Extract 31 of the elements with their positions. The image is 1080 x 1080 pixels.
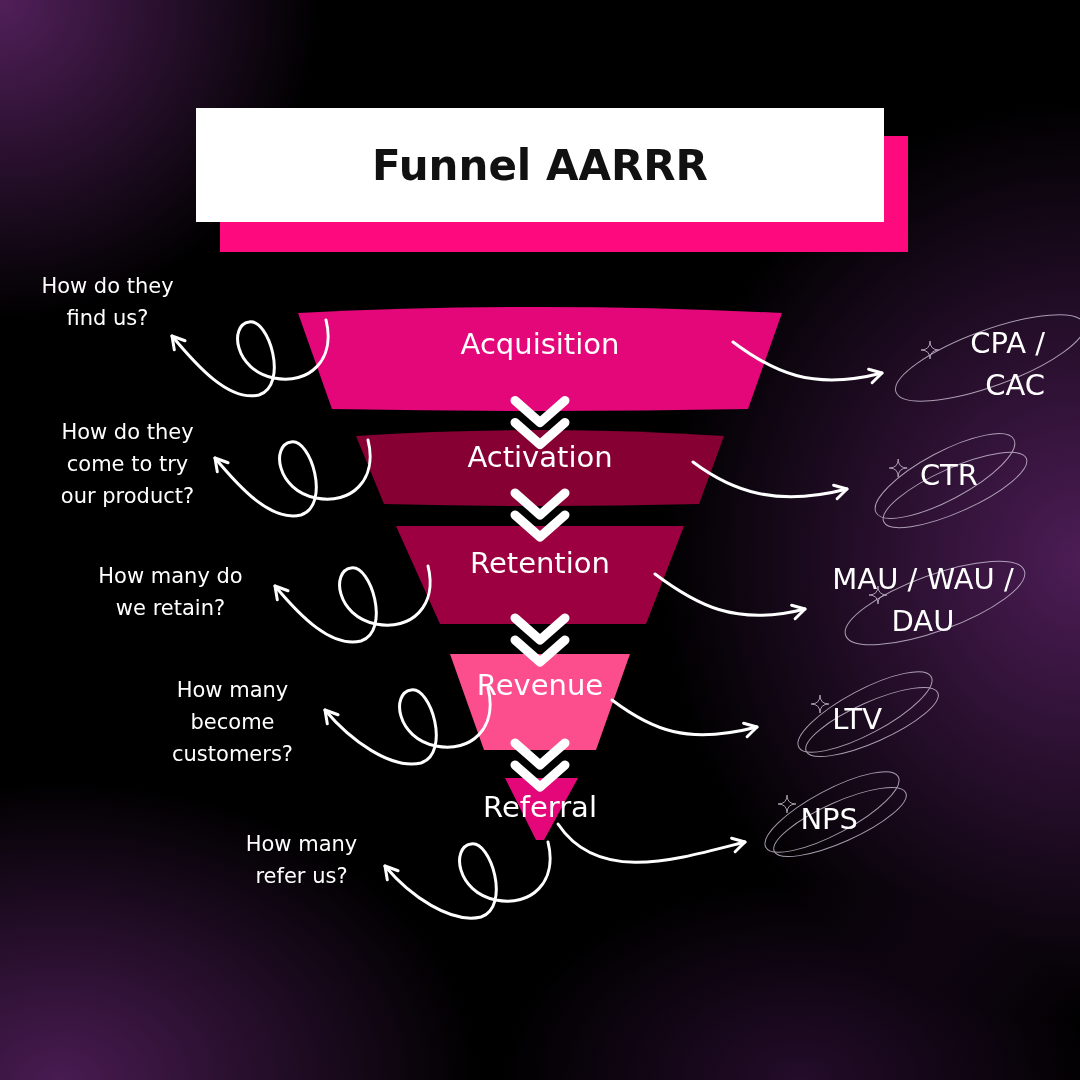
metric-label: CPA / CAC <box>885 322 1045 408</box>
stage-label: Acquisition <box>459 327 621 361</box>
loop-arrow <box>170 318 330 398</box>
stage-label: Activation <box>466 440 614 474</box>
stage-label: Revenue <box>475 668 605 702</box>
funnel-stage <box>354 428 726 508</box>
metric-label: CTR <box>850 454 978 496</box>
loop-arrow <box>213 438 372 518</box>
loop-arrow <box>273 564 432 644</box>
funnel-stage <box>450 654 630 752</box>
question-text: How many refer us? <box>218 828 385 894</box>
chevron-arrow <box>510 613 570 667</box>
metric-label: MAU / WAU / DAU <box>808 558 1038 644</box>
loop-arrow <box>323 686 492 766</box>
curved-arrow <box>556 822 747 864</box>
title-banner: Funnel AARRR <box>196 108 884 222</box>
curved-arrow <box>653 572 807 620</box>
chevron-arrow <box>510 738 570 792</box>
curved-arrow <box>691 460 849 500</box>
question-text: How do they come to try our product? <box>40 416 215 512</box>
chevron-arrow <box>510 396 570 449</box>
question-text: How many do we retain? <box>66 560 275 626</box>
stage-label: Retention <box>469 546 611 580</box>
question-text: How do they find us? <box>25 270 190 336</box>
curved-arrow <box>731 340 884 384</box>
curved-arrow <box>610 698 759 738</box>
metric-label: NPS <box>748 798 858 846</box>
chevron-arrow <box>510 488 570 542</box>
metric-label: LTV <box>760 698 882 740</box>
question-text: How many become customers? <box>140 674 325 772</box>
loop-arrow <box>383 840 552 920</box>
